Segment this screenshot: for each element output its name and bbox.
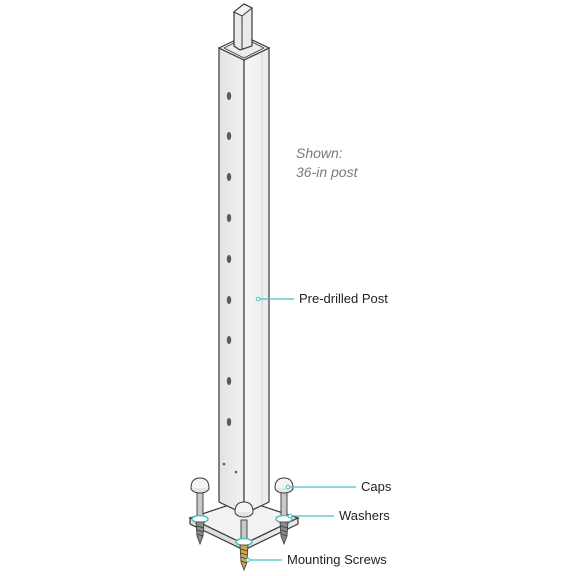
small-hole [234,470,238,474]
drilled-hole [226,255,232,263]
drilled-holes [222,92,238,474]
leader-lines [245,296,356,563]
callout-post-label: Pre-drilled Post [299,291,388,306]
mounting-screw-front [235,519,253,572]
callout-washers-label: Washers [339,508,390,523]
callout-caps-label: Caps [361,479,392,494]
drilled-hole [226,296,232,304]
callout-screws-label: Mounting Screws [287,552,387,567]
drilled-hole [226,132,232,140]
post-top-insert [233,3,253,51]
small-hole [222,462,226,466]
shown-note-line1: Shown: [296,145,343,161]
mounting-screw-left [191,491,209,546]
drilled-hole [226,377,232,385]
cap-left [190,477,210,494]
drilled-hole [226,336,232,344]
drilled-hole [226,173,232,181]
drilled-hole [226,418,232,426]
cap-right [274,477,294,494]
pre-drilled-post [217,35,271,515]
drilled-hole [226,92,232,100]
mounting-screw-right [275,491,293,546]
shown-note-line2: 36-in post [296,164,358,180]
cap-front [234,501,254,518]
shown-note: Shown: 36-in post [296,144,357,182]
drilled-hole [226,214,232,222]
